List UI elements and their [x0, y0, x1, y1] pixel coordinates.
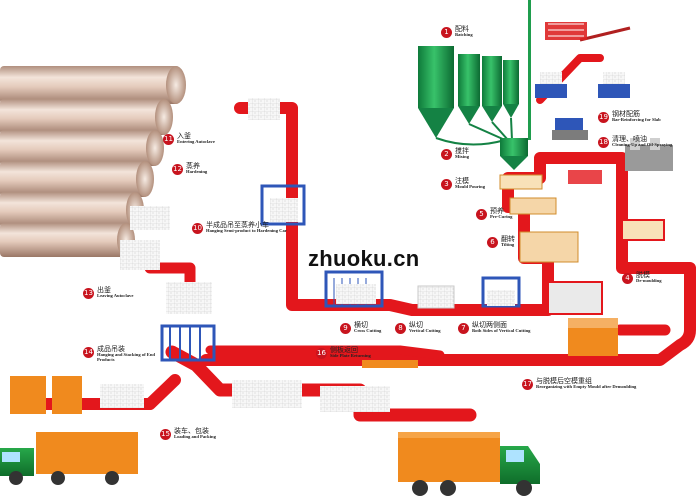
step-2-number: 2 [441, 149, 452, 160]
step-8-en: Vertical Cutting [409, 328, 441, 334]
step-5-en: Pre-Curing [490, 214, 513, 220]
step-3-number: 3 [441, 179, 452, 190]
step-1-cn: 配料 [455, 25, 469, 33]
step-7-cn: 纵切两侧面 [472, 321, 507, 329]
step-6-en: Tilting [501, 242, 515, 248]
step-9-number: 9 [340, 323, 351, 334]
step-4-cn: 脱模 [636, 271, 650, 279]
step-18-en: Cleaning-Up and Oil-Spraying [612, 142, 673, 148]
silo-group [418, 0, 531, 170]
watermark: zhuoku.cn [308, 246, 420, 271]
mould-line [499, 22, 673, 190]
step-13-number: 13 [83, 288, 94, 299]
step-14-cn: 成品吊装 [97, 345, 125, 353]
step-16-cn: 侧板返回 [330, 346, 358, 354]
step-10-number: 10 [192, 223, 203, 234]
step-8-cn: 纵切 [409, 321, 423, 329]
step-19-en: Bar-Reinforcing for Slab [612, 117, 661, 123]
step-14-en: Hanging and Stacking of End Products [97, 352, 155, 363]
step-4-en: De-moulding [636, 278, 662, 284]
machines [120, 98, 665, 362]
step-18-cn: 清理、喷油 [612, 135, 647, 143]
step-13-cn: 出釜 [97, 286, 111, 294]
step-6-number: 6 [487, 237, 498, 248]
step-19-number: 19 [598, 112, 609, 123]
step-9-cn: 横切 [354, 321, 368, 329]
step-11-en: Entering Autoclave [177, 139, 215, 145]
step-4-number: 4 [622, 273, 633, 284]
step-12-number: 12 [172, 164, 183, 175]
finished-stacks [10, 360, 418, 414]
step-5-cn: 预养 [490, 207, 504, 215]
step-9-en: Cross Cutting [354, 328, 382, 334]
step-5-number: 5 [476, 209, 487, 220]
step-17-cn: 与脱模后空模重组 [536, 377, 592, 385]
step-17-number: 17 [522, 379, 533, 390]
step-12-cn: 蒸养 [186, 162, 200, 170]
step-1-en: Batching [455, 32, 473, 38]
step-13-en: Leaving Autoclave [97, 293, 134, 299]
step-12-en: Hardening [186, 169, 208, 175]
step-10-en: Hanging Semi-product to Hardening Car [206, 228, 287, 234]
step-11-cn: 入釜 [177, 132, 191, 140]
step-10-cn: 半成品吊至蒸养小车 [206, 221, 269, 229]
step-16-en: Side Plate Returning [330, 353, 371, 359]
step-2-en: Mixing [455, 154, 470, 160]
step-3-cn: 注模 [455, 177, 469, 185]
truck-right [398, 432, 540, 496]
step-6-cn: 翻转 [501, 235, 515, 243]
step-2-cn: 搅拌 [455, 147, 469, 155]
step-8-number: 8 [395, 323, 406, 334]
step-15-cn: 装车、包装 [174, 427, 209, 435]
step-1-number: 1 [441, 27, 452, 38]
step-11-number: 11 [163, 134, 174, 145]
truck-left [0, 432, 138, 485]
step-17-en: Reorganizing with Empty Mould after Demo… [536, 384, 637, 390]
autoclave-pipes [0, 66, 186, 257]
step-14-number: 14 [83, 347, 94, 358]
step-3-en: Mould Pouring [455, 184, 485, 190]
step-15-number: 15 [160, 429, 171, 440]
step-16-number: 16 [316, 348, 327, 359]
step-15-en: Loading and Packing [174, 434, 216, 440]
step-7-en: Both Sides of Vertical Cutting [472, 328, 531, 334]
step-7-number: 7 [458, 323, 469, 334]
step-18-number: 18 [598, 137, 609, 148]
step-19-cn: 钢材配筋 [612, 110, 640, 118]
